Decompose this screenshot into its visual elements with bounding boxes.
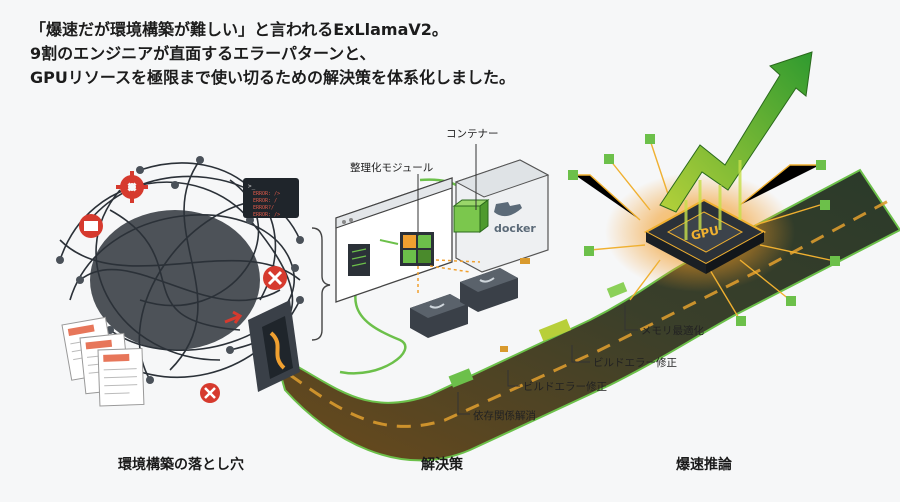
section-fast-inference: 爆速推論 xyxy=(676,457,732,473)
error-terminal: >_ ERROR: /> ERROR: / ERROR?/ ERROR: /> xyxy=(243,178,299,218)
terminal-line: ERROR: /> xyxy=(253,212,280,218)
terminal-prompt: >_ xyxy=(248,183,256,190)
connector-lines xyxy=(417,259,481,296)
gear-icon xyxy=(116,171,148,203)
terminal-line: ERROR?/ xyxy=(253,205,274,211)
headline-line-2: 9割のエンジニアが直面するエラーパターンと、 xyxy=(30,44,376,63)
server-block xyxy=(410,294,468,338)
gpu-chip-label: GPU xyxy=(690,223,721,243)
terminal-line: ERROR: / xyxy=(253,198,277,204)
callout-module: 整理化モジュール xyxy=(350,162,434,174)
bracket xyxy=(311,227,331,341)
callout-memory: メモリ最適化 xyxy=(641,325,704,337)
section-pitfalls: 環境構築の落とし穴 xyxy=(118,457,244,473)
callout-container: コンテナー xyxy=(446,128,499,140)
callout-build-fix: ビルドエラー修正 xyxy=(593,357,677,369)
callout-dependency: 依存関係解消 xyxy=(473,410,536,422)
callout-leaders xyxy=(417,144,638,415)
error-document-stack xyxy=(61,316,145,407)
error-x-icon xyxy=(263,266,287,290)
headline-line-1: 「爆速だが環境構築が難しい」と言われるExLlamaV2。 xyxy=(30,20,448,39)
headline: 「爆速だが環境構築が難しい」と言われるExLlamaV2。 9割のエンジニアが直… xyxy=(30,18,550,90)
docker-label: docker xyxy=(494,222,536,235)
terminal-line: ERROR: /> xyxy=(253,191,280,197)
callout-build-fix: ビルドエラー修正 xyxy=(523,381,607,393)
gpu-circuit-traces xyxy=(575,139,831,321)
server-block xyxy=(460,268,518,312)
trend-up-arrow xyxy=(659,51,813,240)
headline-line-3: GPUリソースを極限まで使い切るための解決策を体系化しました。 xyxy=(30,68,516,87)
error-x-icon xyxy=(200,383,220,403)
data-packets xyxy=(448,258,628,388)
funnel-gateway xyxy=(224,300,300,392)
chip-warning-icon xyxy=(79,214,103,238)
docker-container: docker xyxy=(452,159,550,273)
road-center-line xyxy=(289,198,891,428)
circuit-nodes xyxy=(568,134,840,326)
module-browser-window xyxy=(335,177,453,303)
section-solution: 解決策 xyxy=(421,457,463,473)
docker-logo-icon xyxy=(494,202,522,217)
